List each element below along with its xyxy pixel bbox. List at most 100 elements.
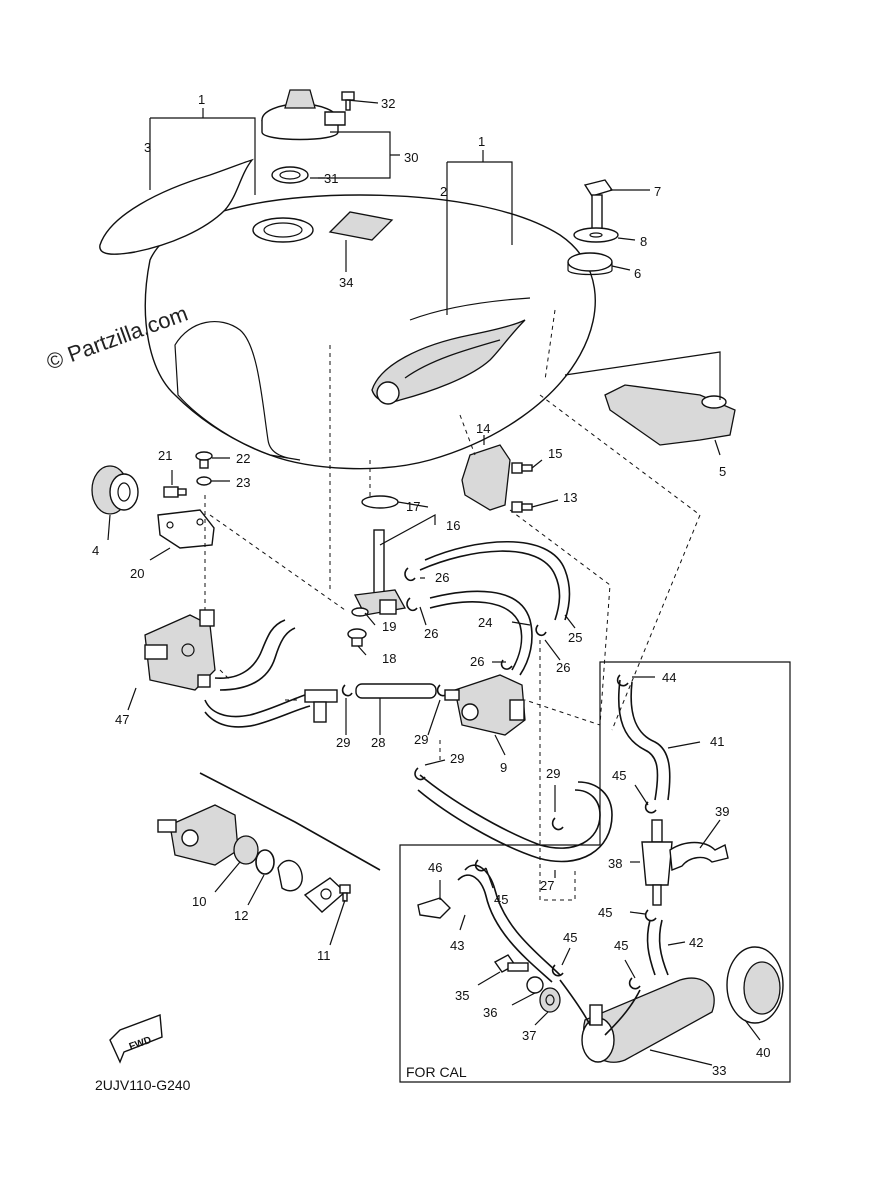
canister-cap-40 [726,946,784,1024]
tank-damper [567,252,613,272]
clamp-26a [404,567,416,582]
callout-6: 6 [634,266,641,281]
fuel-pump-47 [144,609,216,691]
washer-19 [351,607,369,617]
clamp-29d [551,817,564,831]
washer-23 [196,476,212,486]
callout-2: 2 [440,184,447,199]
callout-19: 19 [382,619,396,634]
bracket-plate-20 [157,509,215,549]
bolt-13 [511,501,533,513]
callout-11: 11 [317,948,331,963]
cover-plate [303,877,347,913]
callout-1: 1 [478,134,485,149]
callout-28: 28 [371,735,385,750]
pipe-28 [355,683,437,699]
callout-33: 33 [712,1063,726,1078]
tank-rear-damper [91,465,139,515]
callout-29: 29 [450,751,464,766]
clamp-26b [406,597,418,612]
clip-46 [417,897,451,919]
callout-26: 26 [424,626,438,641]
bolt-35 [493,954,529,973]
bracket-14 [461,444,511,511]
callout-45: 45 [598,905,612,920]
callout-5: 5 [719,464,726,479]
callout-20: 20 [130,566,144,581]
clamp-26c [535,624,547,637]
clamp-29c [414,767,426,781]
hose-27 [419,774,601,849]
callout-8: 8 [640,234,647,249]
clamp-44 [616,674,629,687]
tank-highlight [409,297,531,321]
hose-pump-outlet [214,619,286,679]
callout-42: 42 [689,935,703,950]
bolt-18 [347,628,367,647]
collar-36 [526,976,544,994]
callout-41: 41 [710,734,724,749]
callout-40: 40 [756,1045,770,1060]
callout-14: 14 [476,421,490,436]
callout-3: 3 [144,140,151,155]
callout-16: 16 [446,518,460,533]
callout-29: 29 [546,766,560,781]
callout-21: 21 [158,448,172,463]
canister-33 [581,977,715,1063]
for-cal-box [399,661,791,1083]
diagram-code: 2UJV110-G240 [95,1077,191,1093]
callout-12: 12 [234,908,248,923]
callout-31: 31 [324,171,338,186]
filler-opening [252,217,314,243]
callout-47: 47 [115,712,129,727]
fuel-cock-body [157,804,239,866]
bolt-15 [511,462,533,474]
fwd-arrow-icon: FWD [109,1014,163,1064]
tank-label [328,211,394,241]
hose-25 [419,550,561,621]
callout-29: 29 [414,732,428,747]
clamp-45b [644,909,657,922]
callout-45: 45 [563,930,577,945]
cap-gasket [271,166,309,184]
clamp-45d [551,964,564,977]
hose-pump-lower [204,694,306,718]
clamp-45e [628,977,641,990]
callout-36: 36 [483,1005,497,1020]
for-cal-label: FOR CAL [406,1064,467,1080]
fuel-cap [261,89,346,141]
dashed-guides [204,309,701,901]
callout-26: 26 [470,654,484,669]
screw-11 [339,884,351,902]
hose-42 [646,919,656,976]
callout-17: 17 [406,499,420,514]
leader-lines [107,99,721,946]
grommet-37 [539,987,561,1013]
callout-44: 44 [662,670,676,685]
callout-45: 45 [494,892,508,907]
callout-26: 26 [435,570,449,585]
box-leader-lines [439,676,761,1066]
bolt-21 [163,486,187,498]
lever-part [277,859,303,892]
callout-25: 25 [568,630,582,645]
tank-cutout [174,321,301,461]
callout-37: 37 [522,1028,536,1043]
clamp-26d [500,659,513,670]
gasket-17 [361,495,399,509]
callout-26: 26 [556,660,570,675]
callout-45: 45 [614,938,628,953]
callout-15: 15 [548,446,562,461]
callout-labels: 1 1 2 3 4 5 6 7 8 9 10 11 12 13 14 15 16… [92,92,770,1078]
diaphragm-10 [233,835,259,865]
callout-7: 7 [654,184,661,199]
callout-30: 30 [404,150,418,165]
callout-27: 27 [540,878,554,893]
hose-25-inner [424,540,571,621]
callout-4: 4 [92,543,99,558]
tank-bracket [604,384,736,446]
callout-23: 23 [236,475,250,490]
hose-24-inner [429,601,523,671]
tank-emblem-part [99,158,254,255]
